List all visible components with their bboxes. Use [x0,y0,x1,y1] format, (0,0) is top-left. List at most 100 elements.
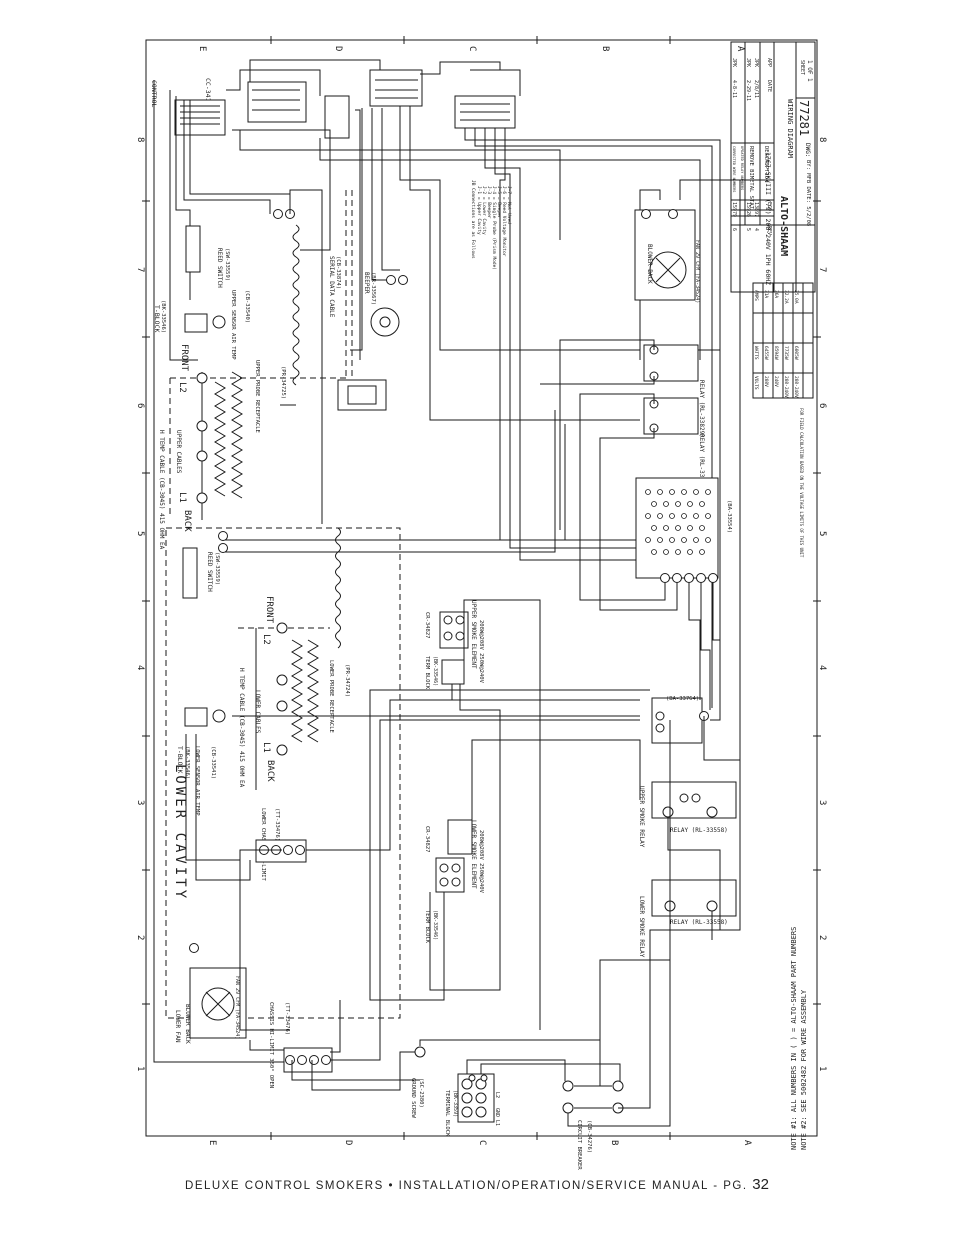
svg-text:RELAY (RL-33558): RELAY (RL-33558) [670,827,728,834]
svg-text:J-6 = Reed Voltage Monitor: J-6 = Reed Voltage Monitor [501,186,507,257]
ground-screw: GROUND SCREW (SC-2380) [410,1046,426,1118]
svg-text:36A: 36A [773,290,779,298]
wire-harness-upper [169,59,741,780]
row-letter: D [333,46,343,51]
svg-text:UPPER SMOKE RELAY: UPPER SMOKE RELAY [638,786,645,848]
svg-text:RELAY (RL-33829): RELAY (RL-33829) [698,434,705,492]
svg-text:UPDATED RELAY NUMBERS: UPDATED RELAY NUMBERS [740,146,744,190]
control-board: CONTROL CC-34194 [150,69,516,139]
svg-text:208W@208V 250W@240V: 208W@208V 250W@240V [478,830,484,894]
svg-text:(PR-34724): (PR-34724) [344,664,350,697]
lower-probe-receptacle: LOWER PROBE RECEPTACLE (PR-34724) [328,660,350,733]
svg-text:RELAY (RL-33829): RELAY (RL-33829) [698,380,705,438]
svg-text:(CB-34276): (CB-34276) [586,1120,592,1153]
lower-t-block: T-BLOCK (BK-33546) LOWER SENSOR AIR TEMP… [176,707,226,816]
svg-text:208W@208V 250W@240V: 208W@208V 250W@240V [478,620,484,684]
svg-text:JPK: JPK [731,58,737,67]
svg-text:J-2 = Lower Cavity: J-2 = Lower Cavity [481,186,487,235]
svg-text:AMPS: AMPS [753,290,759,301]
svg-text:32.2A: 32.2A [783,290,789,304]
row-letter: A [742,1140,752,1146]
col-number: 8 [817,137,827,142]
row-letter: D [343,1140,353,1145]
svg-text:CHASSIS HI-LIMIT 350° OPEN: CHASSIS HI-LIMIT 350° OPEN [268,1002,274,1088]
svg-text:CORRECTED WIRE NUMBERS: CORRECTED WIRE NUMBERS [732,146,736,192]
svg-text:ECO: ECO [766,202,772,211]
svg-text:6005W: 6005W [793,346,799,360]
svg-text:T-BLOCK: T-BLOCK [153,305,161,332]
page-footer: DELUXE CONTROL SMOKERS • INSTALLATION/OP… [0,1176,954,1193]
col-number: 1 [817,1066,827,1071]
row-letter: E [197,46,207,51]
revision-table: 6 5 4 REV 15979 15926 13897 ECO CORRECTE… [731,58,772,235]
svg-text:UPPER CABLES: UPPER CABLES [175,430,182,474]
svg-text:13897: 13897 [753,202,759,217]
svg-text:4-8-11: 4-8-11 [731,80,737,98]
svg-text:H TEMP CABLE (CB-3045) 415 OHM: H TEMP CABLE (CB-3045) 415 OHM EA [158,430,165,550]
note-2: NOTE #2: SEE 5002482 FOR WIRE ASSEMBLY [800,989,808,1150]
svg-text:T-BLOCK: T-BLOCK [176,746,184,773]
serial-data-cable: SERIAL DATA CABLE (CB-33874) BEEPER (BR-… [328,190,408,411]
page-number: 32 [752,1176,769,1193]
lower-cavity-region: LOWER CAVITY [165,527,401,1019]
svg-text:WATTS: WATTS [753,346,759,360]
svg-text:FRONT: FRONT [264,596,274,624]
svg-text:LOWER SMOKE RELAY: LOWER SMOKE RELAY [638,896,645,958]
col-number: 6 [817,403,827,408]
grid-numbers: 8 7 6 5 4 3 2 1 8 7 6 5 4 3 2 1 [135,137,827,1071]
svg-text:208-240V: 208-240V [793,376,799,398]
svg-text:6: 6 [731,228,737,231]
svg-text:8594W: 8594W [773,346,779,360]
lower-reed-switch: REED SWITCH (SW-33559) [182,531,228,599]
upper-blower-fan: BLOWER BACK FAN 29 CFM (FA-34524) [634,209,700,303]
col-number: 2 [135,935,145,940]
svg-text:7735W: 7735W [783,346,789,360]
svg-text:240V: 240V [773,376,779,387]
svg-text:(BA-33554): (BA-33554) [726,500,732,533]
dwg-label: DWG: [804,143,811,157]
jb-connections-note: JB Connections are as Follows J-1 = Uppe… [470,180,512,270]
svg-text:(BK-33546): (BK-33546) [432,656,438,686]
svg-text:J-4 = Single Probe (Prism Mode: J-4 = Single Probe (Prism Mode) [491,186,497,270]
col-number: 7 [817,267,827,272]
svg-text:(BK-33546): (BK-33546) [160,300,166,333]
svg-text:CR-34827: CR-34827 [424,612,430,639]
svg-text:L2: L2 [494,1092,500,1098]
title-block: ALTO-SHAAM 1767-SK/III (79) 208-240V 1PH… [730,41,816,293]
upper-probe-cable [292,224,300,386]
sheet-label: SHEET [799,60,805,75]
row-letter: B [600,46,610,51]
svg-text:(PR-34725): (PR-34725) [280,366,286,399]
upper-smoke-element: CR-34827 UPPER SMOKE ELEMENT 208W@208V 2… [424,600,484,690]
svg-text:(CB-33540): (CB-33540) [244,290,250,323]
row-letter: E [207,1140,217,1145]
svg-text:VOLTS: VOLTS [753,376,759,390]
svg-text:CC-34194: CC-34194 [204,78,212,109]
svg-text:BEEPER: BEEPER [363,272,370,294]
lower-smoke-relay: LOWER SMOKE RELAY RELAY (RL-33558) [638,879,737,958]
by-line: BY: MFB DATE: 5/2/08 [805,160,811,226]
svg-text:CR-34827: CR-34827 [424,826,430,853]
svg-text:REED SWITCH: REED SWITCH [206,552,213,592]
lower-probe-cable [335,527,341,649]
main-terminal-block: TERMINAL BLOCK (BK-3359) L1 GND L2 [444,1073,500,1137]
svg-text:H TEMP CABLE (CB-3045) 415 OHM: H TEMP CABLE (CB-3045) 415 OHM EA [238,668,245,788]
svg-text:CIRCUIT BREAKER: CIRCUIT BREAKER [576,1120,582,1170]
upper-smoke-relay: UPPER SMOKE RELAY RELAY (RL-33558) [638,781,737,848]
svg-text:LOWER CABLES: LOWER CABLES [254,690,261,734]
grid-letters: E D C B A E D C B A [197,46,752,1146]
svg-text:REED SWITCH: REED SWITCH [216,248,223,288]
svg-text:GND: GND [494,1108,500,1117]
footer-text: DELUXE CONTROL SMOKERS • INSTALLATION/OP… [185,1180,748,1192]
svg-text:TERM BLOCK: TERM BLOCK [424,656,430,690]
svg-text:DESCRIPTION: DESCRIPTION [763,146,769,182]
upper-temp-cables: H TEMP CABLE (CB-3045) 415 OHM EA UPPER … [158,344,350,550]
svg-text:4: 4 [753,228,759,231]
lower-smoke-element: CR-34827 LOWER SMOKE ELEMENT 208W@208V 2… [424,819,484,944]
drawing-type: WIRING DIAGRAM [786,99,794,158]
svg-text:L2: L2 [261,634,271,645]
upper-probe-receptacle: UPPER PROBE RECEPTACLE (PR-34725) [254,360,296,433]
svg-text:(TT-33476): (TT-33476) [284,1002,290,1035]
svg-text:LOWER FAN: LOWER FAN [174,1010,181,1043]
